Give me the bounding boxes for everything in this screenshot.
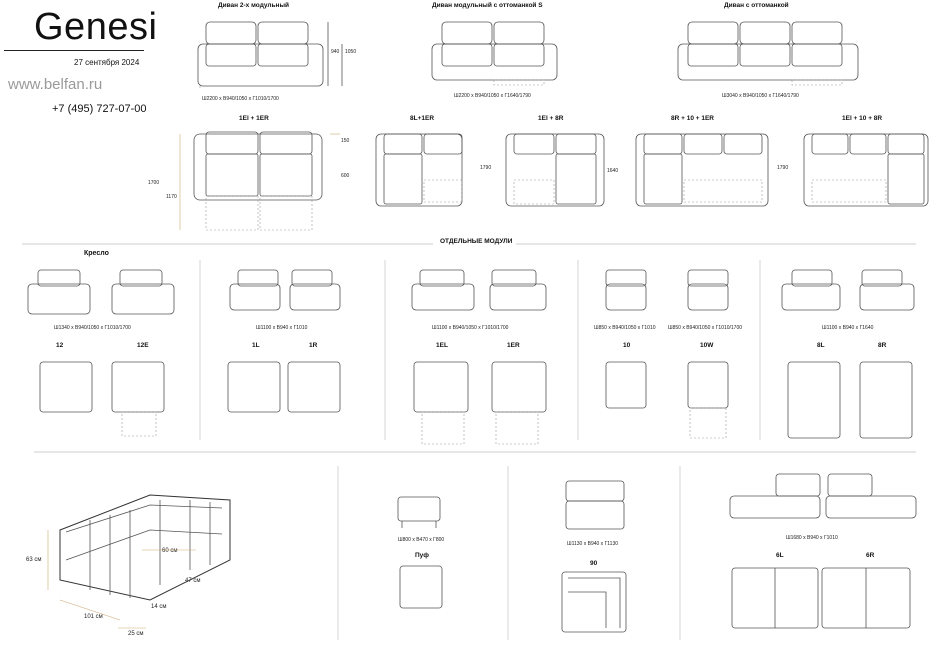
module-label-10: 10: [623, 342, 631, 349]
module-1L-1R-views: [227, 269, 341, 413]
module-label-1ER: 1ER: [507, 342, 520, 349]
top-title-2: Диван модульный с оттоманкой S: [432, 2, 543, 9]
top-dims-1: Ш2200 x В940/1050 x Г1010/1700: [202, 96, 279, 102]
module-label-8R: 8R: [878, 342, 887, 349]
measure-47: 47 см: [185, 578, 201, 584]
corner-title: 90: [590, 560, 598, 567]
config-8L-1ER-plan: [375, 133, 463, 207]
group5-dims: Ш1100 x В940 x Г1640: [822, 325, 874, 331]
measure-60: 60 см: [162, 548, 178, 554]
module-label-1EL: 1EL: [436, 342, 448, 349]
group2-dims: Ш1100 x В940 x Г1010: [256, 325, 308, 331]
website-link[interactable]: www.belfan.ru: [8, 76, 103, 93]
module-10-10W-views: [605, 269, 729, 439]
top-title-3: Диван с оттоманкой: [724, 2, 789, 9]
module-label-12: 12: [56, 342, 64, 349]
modules-section-title: ОТДЕЛЬНЫЕ МОДУЛИ: [440, 238, 513, 245]
pair-dims: Ш1680 x В940 x Г1010: [786, 535, 838, 541]
top-h1: 940: [331, 49, 340, 55]
module-label-6R: 6R: [866, 552, 875, 559]
config1-dim-1170: 1170: [166, 194, 177, 200]
config-8R-10-1ER-plan: [635, 133, 769, 207]
group3-dims: Ш1100 x В940/1050 x Г1010/1700: [432, 325, 509, 331]
config-1El-1ER-plan: [179, 131, 340, 231]
module-label-10W: 10W: [700, 342, 714, 349]
divider-lines: [22, 243, 916, 640]
config1-dim-1700: 1700: [148, 180, 160, 186]
group1-dims: Ш1340 x В940/1050 x Г1010/1700: [54, 325, 131, 331]
config5-dim-1790: 1790: [777, 165, 789, 171]
measure-25: 25 см: [128, 631, 144, 637]
config3-dim-1640: 1640: [607, 168, 619, 174]
config-1El-8R-plan: [505, 133, 605, 207]
corner-module-drawings: [561, 480, 627, 633]
sofa-ottoman-s-front: [431, 21, 558, 86]
brand-logo: Genesi: [34, 6, 158, 48]
module-label-6L: 6L: [776, 552, 784, 559]
sofa-2-module-front: [197, 21, 343, 90]
perspective-sofa: [47, 494, 231, 629]
measure-14: 14 см: [151, 604, 167, 610]
brand-divider: [4, 50, 144, 51]
module-label-1L: 1L: [252, 342, 260, 349]
group4-dims-1: Ш850 x В940/1050 x Г1010: [594, 325, 656, 331]
config-label-1: 1El + 1ER: [239, 115, 269, 122]
config-label-4: 8R + 10 + 1ER: [671, 115, 714, 122]
config-label-2: 8L+1ER: [410, 115, 435, 122]
config-label-3: 1El + 8R: [538, 115, 564, 122]
module-8L-8R-views: [781, 269, 915, 439]
config1-dim-150: 150: [341, 138, 350, 144]
armchair-title: Кресло: [84, 250, 109, 257]
top-h2: 1050: [345, 49, 357, 55]
date: 27 сентября 2024: [74, 58, 140, 67]
measure-101: 101 см: [84, 614, 103, 620]
measure-63: 63 см: [26, 557, 42, 563]
top-dims-2: Ш2200 x В940/1050 x Г1640/1790: [454, 93, 531, 99]
top-title-1: Диван 2-х модульный: [218, 2, 290, 9]
config3-dim-1790: 1790: [480, 165, 492, 171]
pouf-drawings: [397, 496, 443, 609]
module-6L-6R-drawings: [729, 473, 917, 629]
module-label-12E: 12E: [137, 342, 149, 349]
module-label-1R: 1R: [309, 342, 318, 349]
sofa-ottoman-front: [677, 21, 859, 86]
pouf-dims: Ш800 x В470 x Г800: [398, 537, 445, 543]
top-dims-3: Ш3040 x В940/1050 x Г1640/1790: [722, 93, 799, 99]
config1-dim-600: 600: [341, 173, 350, 179]
phone-number[interactable]: +7 (495) 727-07-00: [52, 103, 147, 115]
config-label-5: 1El + 10 + 8R: [842, 115, 883, 122]
armchair-front-views: [27, 269, 175, 437]
corner-dims: Ш1130 x В940 x Г1130: [567, 541, 619, 547]
config-1El-10-8R-plan: [803, 133, 929, 207]
group4-dims-2: Ш850 x В940/1050 x Г1010/1700: [668, 325, 743, 331]
module-1EL-1ER-views: [411, 269, 547, 445]
pouf-title: Пуф: [415, 552, 429, 559]
module-label-8L: 8L: [817, 342, 825, 349]
